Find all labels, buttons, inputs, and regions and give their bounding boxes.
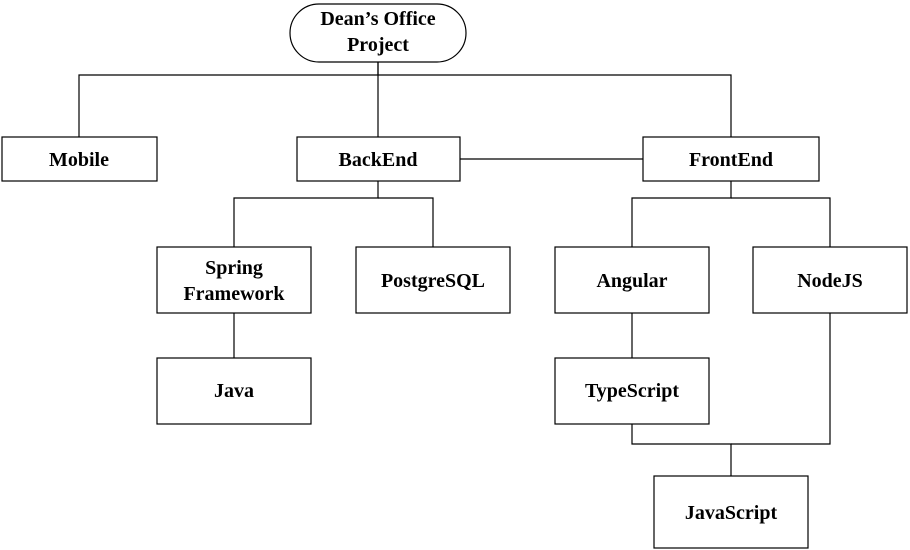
connector-nodejs-javascript [731,313,831,445]
postgres-node-box [355,246,511,314]
root-node-label-line2: Project [347,34,409,56]
angular-node-box [554,246,710,314]
connector-backend-spring [233,181,379,247]
typescript-node-label: TypeScript [585,380,679,402]
root-node-box [289,3,467,63]
frontend-node-box [642,136,820,182]
root-node-label-line1: Dean’s Office [320,8,435,30]
connector-root-frontend [378,74,732,137]
nodes [1,3,908,549]
nodejs-node-box [752,246,908,314]
mobile-node-label: Mobile [49,149,109,171]
postgres-node-label: PostgreSQL [381,270,485,292]
spring-node-label-line1: Spring [205,257,263,279]
connector-frontend-angular [631,181,732,247]
frontend-node-label: FrontEnd [689,149,773,171]
javascript-node-label: JavaScript [685,502,778,524]
node-labels: Dean’s Office Project Mobile BackEnd Fro… [49,8,863,524]
java-node-label: Java [214,380,254,402]
connector-typescript-javascript [631,424,732,476]
spring-node-label-line2: Framework [183,283,285,305]
typescript-node-box [554,357,710,425]
backend-node-box [296,136,461,182]
angular-node-label: Angular [596,270,667,292]
spring-node-box [156,246,312,314]
connector-frontend-nodejs [731,197,831,247]
java-node-box [156,357,312,425]
connector-root-mobile [78,62,379,137]
javascript-node-box [653,475,809,549]
connector-backend-postgres [378,197,434,247]
nodejs-node-label: NodeJS [797,270,863,292]
mobile-node-box [1,136,158,182]
connectors [78,62,831,476]
backend-node-label: BackEnd [339,149,418,171]
